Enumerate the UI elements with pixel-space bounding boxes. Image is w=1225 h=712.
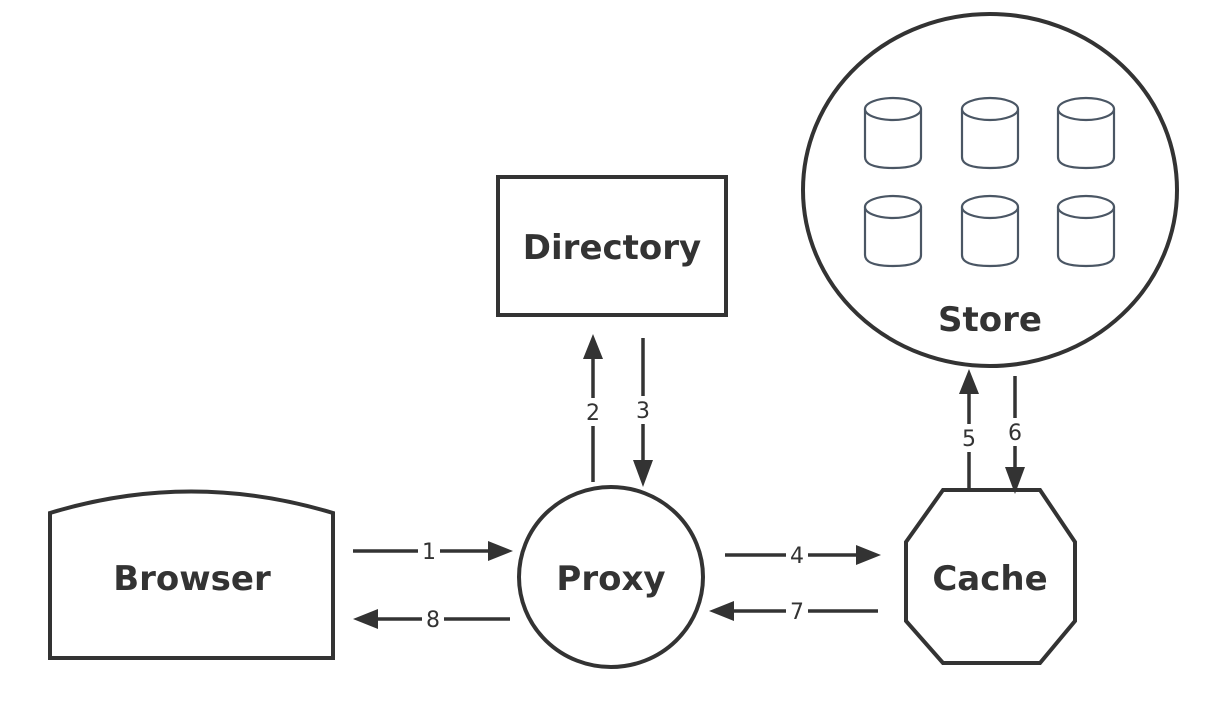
edge-3-label: 3 (636, 399, 650, 424)
cache-octagon (904, 488, 1077, 665)
edge-6-arrow (1005, 467, 1025, 494)
browser-node: Browser (48, 489, 335, 660)
store-node: Store (801, 12, 1179, 368)
proxy-label: Proxy (556, 559, 665, 599)
database-icon (1056, 194, 1116, 268)
edge-1-label: 1 (422, 540, 436, 565)
edge-2-arrow (583, 334, 603, 359)
directory-label: Directory (523, 228, 701, 268)
edges-group: 1 8 2 3 4 (353, 334, 1026, 633)
edge-7-arrow (709, 601, 734, 621)
database-icon-group (863, 96, 1116, 268)
directory-node: Directory (496, 175, 728, 317)
edge-7-label: 7 (790, 600, 804, 625)
edge-8: 8 (353, 606, 510, 633)
database-icon (1056, 96, 1116, 170)
proxy-node: Proxy (517, 485, 705, 669)
edge-4: 4 (725, 542, 881, 569)
browser-shape (48, 489, 335, 660)
database-icon (960, 96, 1020, 170)
edge-6-label: 6 (1008, 421, 1022, 446)
edge-1-arrow (488, 541, 513, 561)
edge-1: 1 (353, 538, 513, 565)
edge-2-label: 2 (586, 401, 600, 426)
edge-7: 7 (709, 598, 878, 625)
database-icon (863, 96, 923, 170)
edge-6: 6 (1004, 376, 1026, 494)
store-label: Store (938, 300, 1042, 340)
edge-5-arrow (959, 369, 979, 394)
edge-8-label: 8 (426, 608, 440, 633)
edge-5: 5 (958, 369, 980, 490)
cache-label: Cache (932, 559, 1047, 599)
cache-node: Cache (904, 488, 1077, 665)
edge-5-label: 5 (962, 427, 976, 452)
proxy-circle (517, 485, 705, 669)
database-icon (863, 194, 923, 268)
edge-4-arrow (856, 545, 881, 565)
edge-3: 3 (632, 338, 654, 487)
database-icon (960, 194, 1020, 268)
directory-box (496, 175, 728, 317)
edge-2: 2 (582, 334, 604, 482)
browser-label: Browser (113, 559, 271, 599)
edge-3-arrow (633, 460, 653, 487)
edge-8-arrow (353, 609, 378, 629)
edge-4-label: 4 (790, 544, 804, 569)
